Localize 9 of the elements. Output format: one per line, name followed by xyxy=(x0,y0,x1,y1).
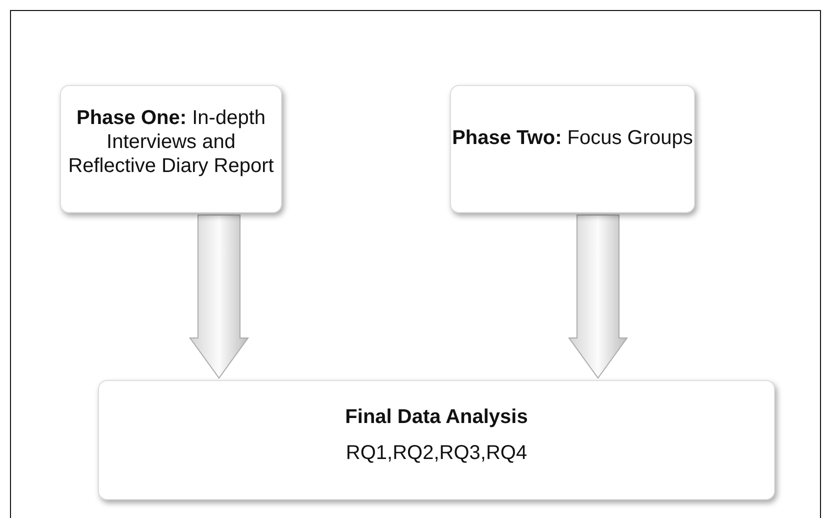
box-text: Phase Two: Focus Groups xyxy=(452,126,693,150)
block-arrow xyxy=(189,214,249,379)
process-box xyxy=(98,380,775,500)
box-text: Phase One: In-depth Interviews and Reflective Diary Report xyxy=(67,106,275,178)
process-box xyxy=(60,85,282,213)
box-text: RQ1,RQ2,RQ3,RQ4 xyxy=(346,441,528,465)
process-box xyxy=(450,85,695,213)
box-heading: Final Data Analysis xyxy=(345,405,528,429)
block-arrow xyxy=(568,214,628,379)
